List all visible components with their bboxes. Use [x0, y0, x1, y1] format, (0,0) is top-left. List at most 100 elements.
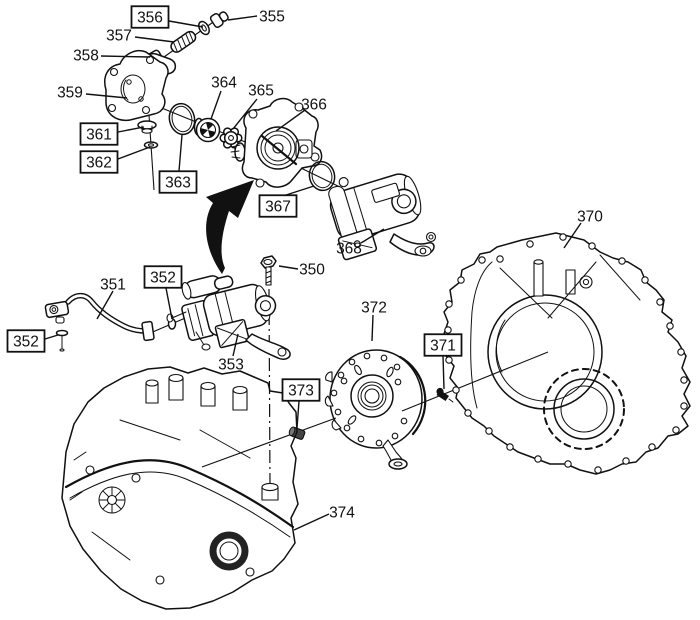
part-number-label: 367	[265, 198, 291, 215]
callout-373-boxed: 373	[281, 378, 321, 429]
callout-368: 368	[336, 228, 385, 257]
part-362-washer	[143, 141, 159, 149]
part-number-label: 361	[86, 126, 112, 143]
leader-line	[100, 55, 151, 58]
leader-line	[563, 222, 582, 249]
part-number-label: 357	[106, 27, 132, 44]
part-350-bolt	[260, 255, 277, 286]
leader-line	[85, 93, 128, 99]
callout-371-boxed: 371	[423, 333, 463, 390]
part-number-label: 350	[299, 261, 325, 278]
leader-line	[96, 290, 114, 320]
callout-358: 358	[73, 47, 151, 64]
part-352-clamp-left	[55, 329, 69, 337]
part-number-label: 374	[329, 504, 355, 521]
label-box	[79, 122, 119, 146]
callout-374: 374	[293, 504, 355, 531]
part-356-seal	[198, 20, 210, 36]
leader-line	[178, 134, 183, 172]
leader-line	[232, 333, 239, 357]
label-box	[258, 194, 298, 218]
part-365-star-coupling	[219, 127, 243, 149]
part-364-hub	[193, 117, 221, 143]
part-number-label: 358	[73, 47, 99, 64]
callout-352-boxed: 352	[6, 329, 59, 353]
part-367-oring	[308, 160, 336, 192]
leader-line	[232, 98, 258, 130]
label-box	[143, 265, 183, 289]
label-box	[281, 378, 321, 402]
assembly-direction-arrow	[206, 180, 254, 274]
leader-line	[117, 146, 151, 160]
part-351-pipe	[44, 292, 177, 352]
leader-line	[371, 314, 374, 342]
part-number-label: 351	[100, 276, 126, 293]
label-box	[6, 329, 46, 353]
part-368-motor	[328, 173, 437, 261]
callout-356-boxed: 356	[130, 5, 204, 29]
callout-352-boxed: 352	[143, 265, 183, 320]
part-372-pump-plate	[324, 349, 427, 470]
part-number-label: 359	[57, 84, 83, 101]
part-363-oring	[168, 102, 196, 136]
callout-372: 372	[361, 299, 387, 342]
part-355-cap	[209, 11, 229, 28]
label-box	[79, 150, 119, 174]
leader-line	[360, 228, 385, 244]
part-number-label: 352	[13, 333, 39, 350]
callout-363-boxed: 363	[158, 134, 198, 194]
callout-364: 364	[210, 74, 237, 120]
part-number-label: 353	[218, 356, 244, 373]
callout-365: 365	[232, 82, 274, 130]
leader-line	[165, 287, 173, 320]
part-357-spring	[170, 30, 197, 53]
label-box	[130, 5, 170, 29]
leader-line	[227, 15, 258, 21]
leader-line	[134, 36, 175, 43]
leader-line	[442, 355, 445, 390]
leader-line	[296, 400, 300, 429]
part-370-case	[443, 232, 691, 475]
callout-351: 351	[96, 276, 126, 320]
callout-366: 366	[275, 96, 327, 132]
part-number-label: 368	[336, 240, 362, 257]
callout-370: 370	[563, 208, 603, 249]
leader-line	[168, 20, 204, 28]
part-371-bolt	[436, 387, 454, 403]
label-box	[423, 333, 463, 357]
leader-line	[275, 109, 306, 132]
part-373-pin	[288, 426, 306, 440]
part-353-pump-assembly	[166, 275, 291, 361]
part-number-label: 372	[361, 299, 387, 316]
part-number-label: 363	[165, 174, 191, 191]
leader-line	[117, 126, 145, 133]
leader-line	[293, 513, 330, 531]
callout-359: 359	[57, 84, 128, 101]
part-number-label: 373	[288, 382, 314, 399]
callout-353: 353	[218, 333, 244, 373]
leader-line	[278, 265, 299, 270]
part-number-label: 355	[259, 8, 285, 25]
part-number-label: 356	[137, 9, 163, 26]
label-box	[158, 170, 198, 194]
leader-line	[285, 185, 315, 196]
part-number-label: 370	[577, 208, 603, 225]
callout-361-boxed: 361	[79, 122, 145, 146]
part-number-label: 366	[301, 96, 327, 113]
callout-367-boxed: 367	[258, 185, 315, 218]
leader-line	[44, 334, 59, 340]
part-number-label: 365	[248, 82, 274, 99]
leader-line	[210, 90, 222, 120]
callout-350: 350	[278, 261, 325, 278]
part-number-label: 364	[211, 74, 237, 91]
part-359-bracket	[104, 50, 177, 122]
part-number-label: 362	[86, 154, 112, 171]
part-number-label: 352	[150, 269, 176, 286]
part-number-label: 371	[430, 337, 456, 354]
callouts-layer: 355 356 357 358 359 361 362 363 364 365 366 367 368 3…	[6, 5, 603, 531]
part-374-case	[61, 366, 299, 610]
part-366-pump-cover	[230, 97, 323, 188]
callout-357: 357	[106, 27, 175, 44]
